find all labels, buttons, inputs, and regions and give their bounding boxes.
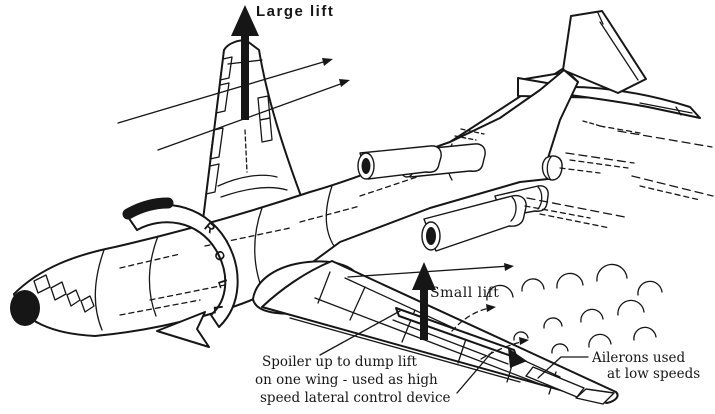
fuselage bbox=[10, 69, 579, 337]
nose-radome bbox=[10, 290, 40, 326]
large-lift-label: Large lift bbox=[256, 3, 335, 20]
spoiler-caption-line2: on one wing - used as high bbox=[255, 372, 438, 388]
roll-arrowhead bbox=[156, 311, 210, 348]
raised-wing bbox=[201, 39, 311, 229]
wing-surface bbox=[261, 260, 619, 404]
ailerons-caption: Ailerons used at low speeds bbox=[592, 350, 700, 382]
turbulence-eddies bbox=[451, 263, 663, 360]
speed-streaks bbox=[454, 120, 714, 229]
vertical-fin bbox=[562, 10, 647, 94]
large-lift-arrow bbox=[231, 5, 259, 120]
roll-arrow: R O L L bbox=[122, 197, 239, 348]
aileron-panels bbox=[525, 366, 615, 405]
small-lift-arrow bbox=[412, 262, 436, 340]
ailerons-caption-line1: Ailerons used bbox=[592, 350, 686, 366]
starboard-tailplane bbox=[559, 85, 701, 119]
ailerons-caption-line2: at low speeds bbox=[607, 366, 701, 382]
spoiler-caption-line1: Spoiler up to dump lift bbox=[262, 354, 417, 370]
cockpit-windows bbox=[33, 274, 95, 313]
spoiler-caption: Spoiler up to dump lift on one wing - us… bbox=[255, 353, 451, 407]
roll-band-shaded-end bbox=[122, 197, 174, 220]
airflow-arrows bbox=[117, 58, 514, 278]
tail-cone bbox=[541, 155, 563, 181]
small-lift-label: Small lift bbox=[430, 285, 500, 301]
roll-letter: L bbox=[211, 305, 227, 315]
leader-lines bbox=[319, 310, 589, 394]
aileron-leader-line bbox=[537, 356, 589, 379]
starboard-outer-engine bbox=[423, 194, 527, 252]
spoiler-leader-line bbox=[319, 310, 401, 356]
engine-nacelles bbox=[357, 143, 549, 252]
spoiler-leader-line-2 bbox=[456, 351, 493, 394]
port-outer-engine bbox=[359, 145, 442, 180]
spoiler-caption-line3: speed lateral control device bbox=[260, 390, 451, 406]
